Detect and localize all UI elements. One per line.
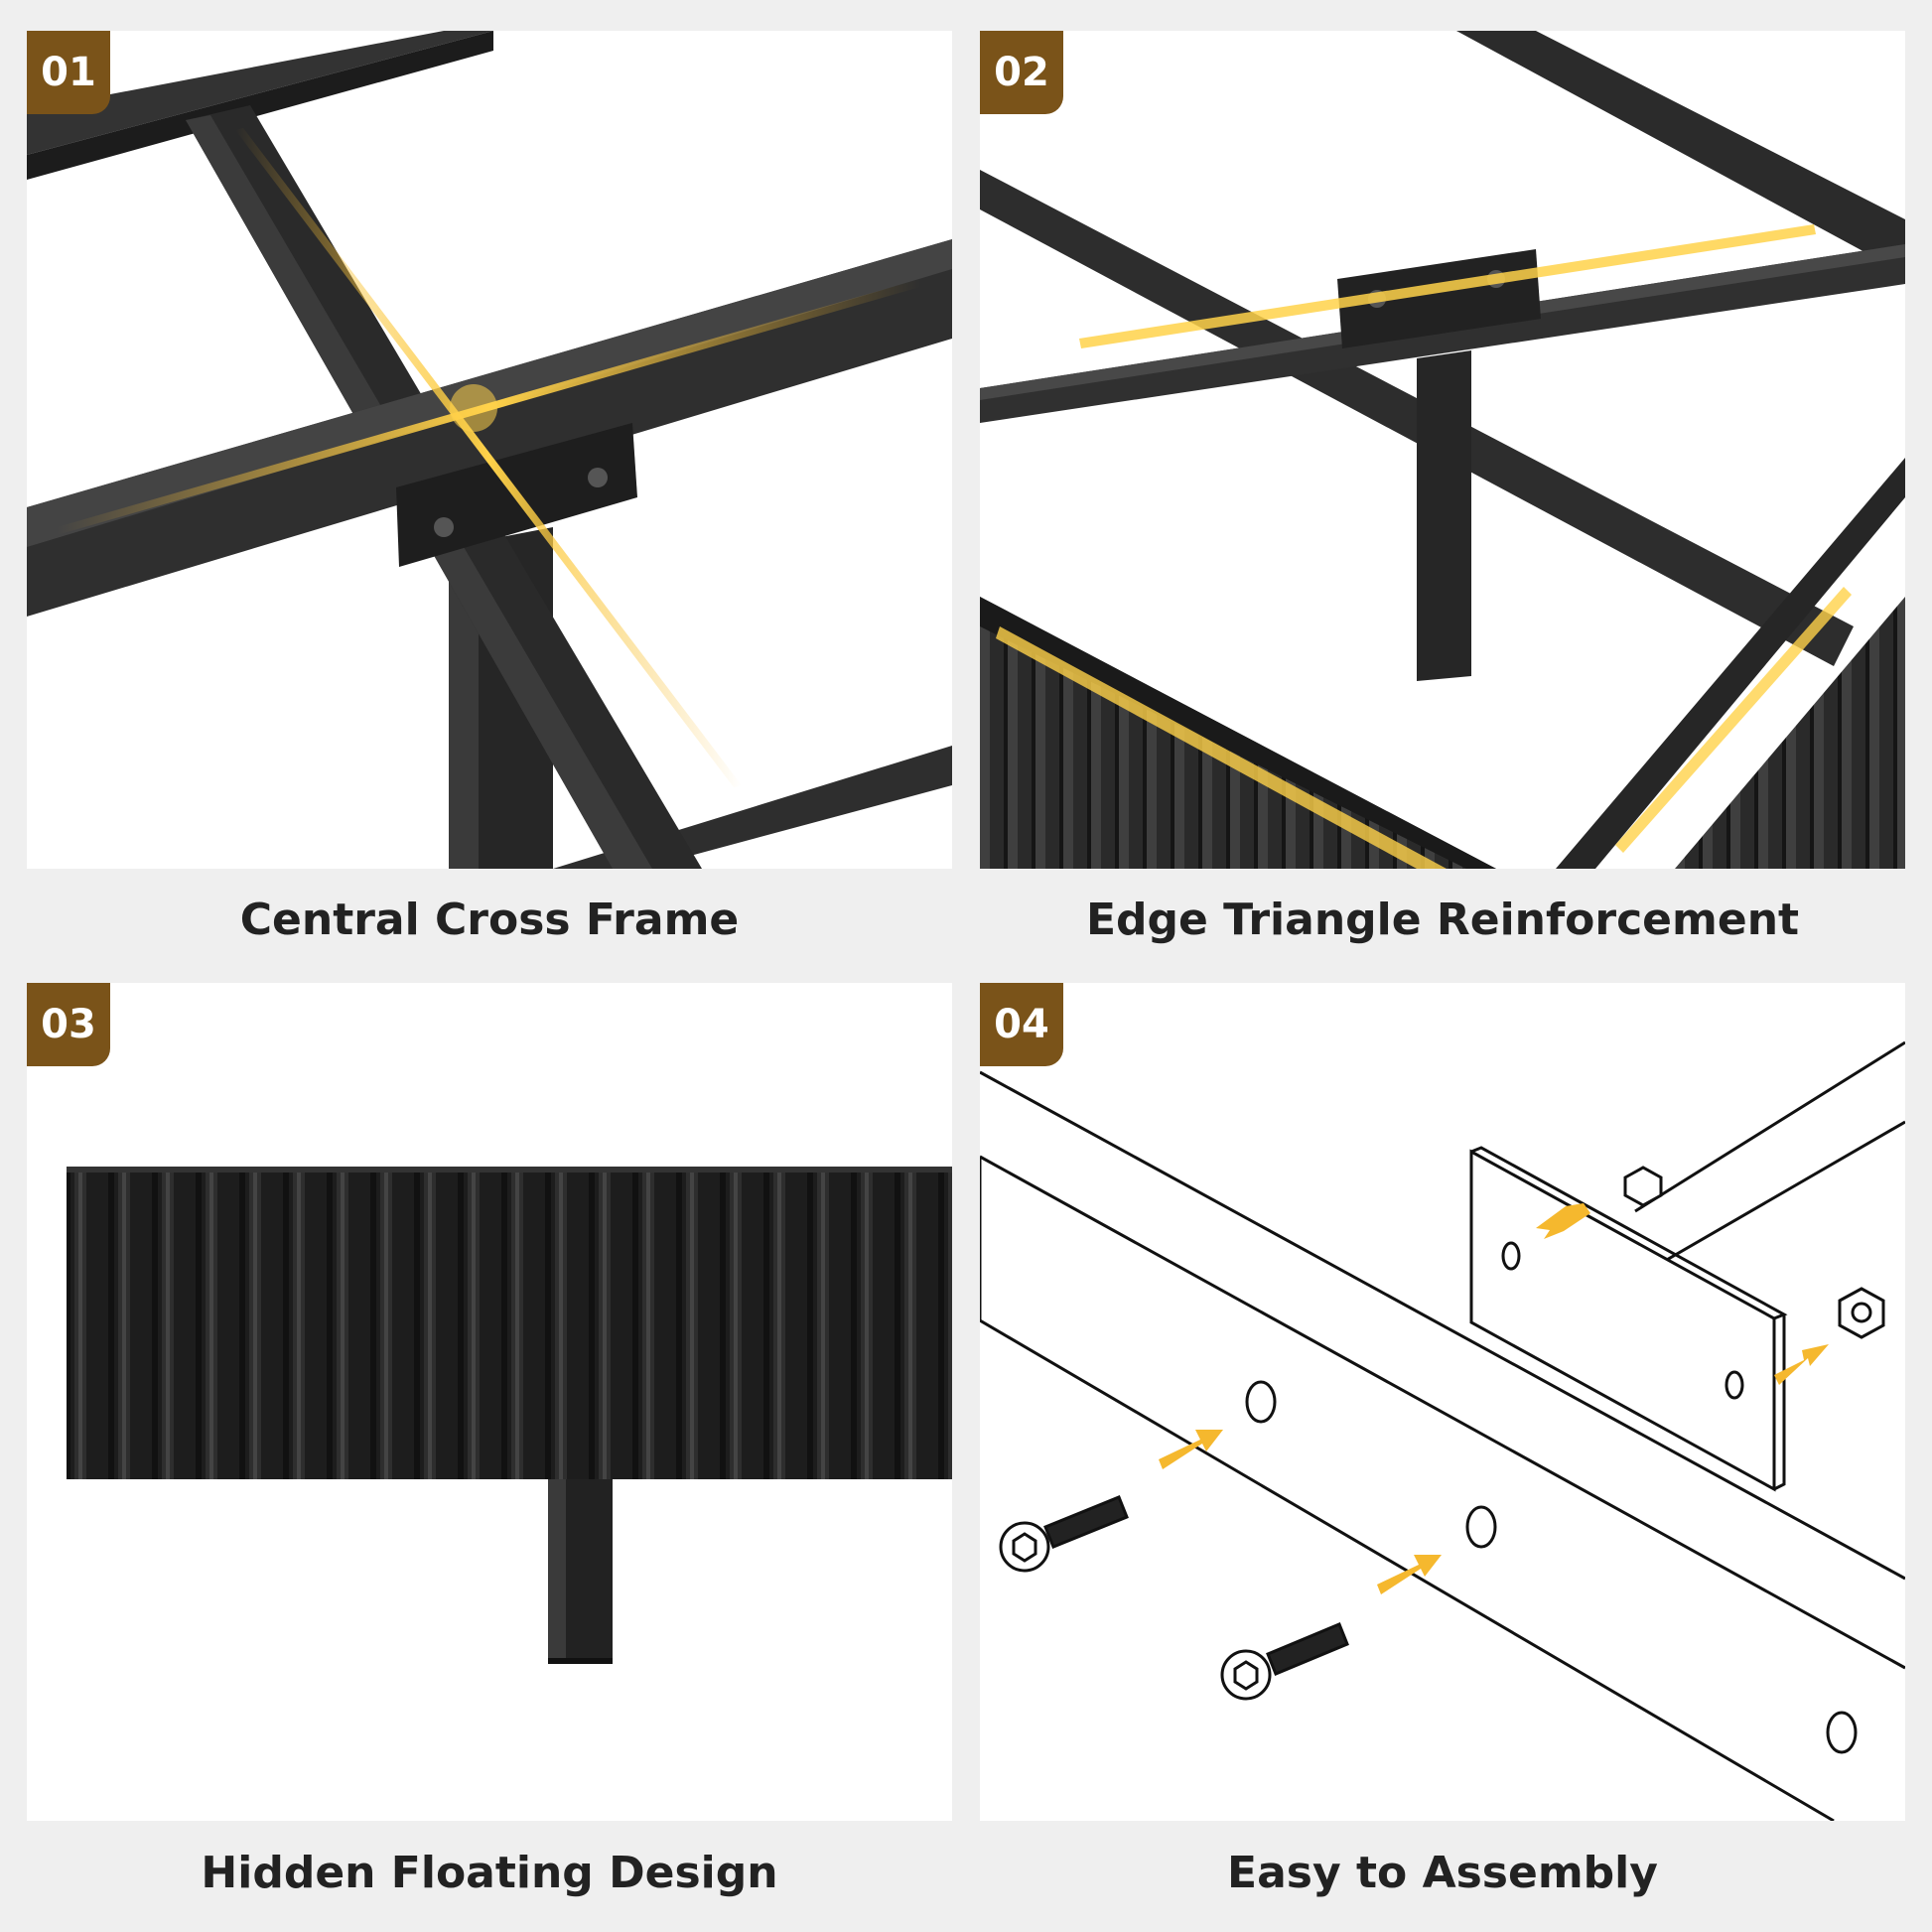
step-badge: 03 xyxy=(27,983,110,1066)
step-badge: 01 xyxy=(27,31,110,114)
feature-panel-hidden-floating-design: 03 xyxy=(27,983,952,1821)
step-badge: 02 xyxy=(980,31,1063,114)
caption-easy-to-assembly: Easy to Assembly xyxy=(1227,1847,1658,1898)
feature-panel-edge-triangle-reinforcement: 02 xyxy=(980,31,1905,869)
cross-frame-illustration xyxy=(27,31,952,869)
caption-hidden-floating-design: Hidden Floating Design xyxy=(201,1847,778,1898)
assembly-diagram xyxy=(980,1040,1905,1821)
feature-panel-easy-to-assembly: 04 xyxy=(980,983,1905,1821)
floating-design-illustration xyxy=(67,1167,952,1664)
step-badge: 04 xyxy=(980,983,1063,1066)
feature-panel-central-cross-frame: 01 xyxy=(27,31,952,869)
caption-edge-triangle-reinforcement: Edge Triangle Reinforcement xyxy=(1085,894,1800,945)
caption-central-cross-frame: Central Cross Frame xyxy=(239,894,740,945)
edge-reinforcement-illustration xyxy=(980,31,1905,869)
